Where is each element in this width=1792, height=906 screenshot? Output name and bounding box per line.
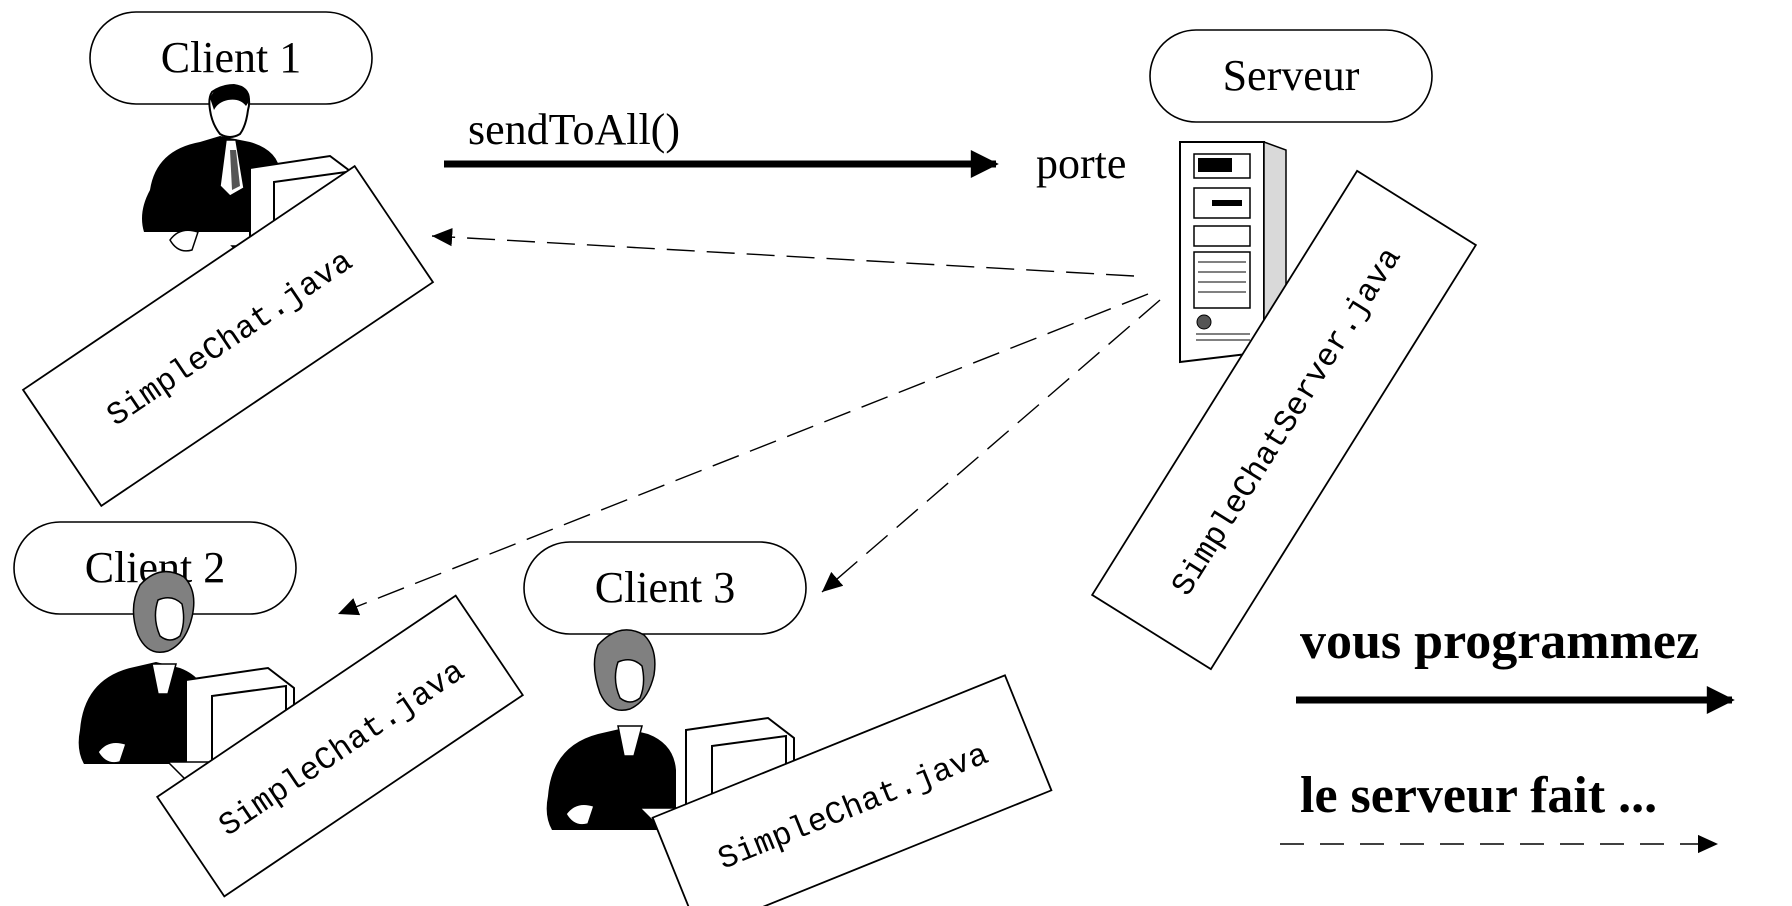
client-3-person-icon: [546, 629, 676, 830]
server-file-card: SimpleChatServer.java: [1090, 169, 1478, 671]
client-1-group: Client 1 SimpleChat.java: [21, 11, 435, 508]
client-2-person-icon: [78, 570, 209, 764]
server-pill: [1149, 29, 1433, 123]
client-1-file-card: SimpleChat.java: [21, 164, 435, 508]
legend-solid-label: vous programmez: [1300, 613, 1699, 670]
server-label: Serveur: [1223, 51, 1360, 100]
client-1-label: Client 1: [161, 33, 302, 82]
client-3-group: Client 3 SimpleChat.java: [523, 541, 1053, 906]
send-arrow-group: sendToAll(): [444, 105, 999, 178]
server-group: Serveur porte SimpleChatServer.java: [1036, 29, 1478, 671]
client-3-file-box: [651, 674, 1053, 906]
legend: vous programmez le serveur fait ...: [1280, 613, 1735, 854]
legend-dashed-label: le serveur fait ...: [1300, 767, 1657, 824]
client-2-file-box: [155, 594, 525, 898]
client-2-group: Client 2 SimpleChat.java: [13, 521, 525, 898]
broadcast-arrows: [337, 227, 1161, 616]
send-to-all-label: sendToAll(): [468, 105, 680, 154]
client-3-pill: [523, 541, 807, 635]
broadcast-arrow-client-3: [821, 299, 1161, 593]
server-file-box: [1090, 169, 1478, 671]
server-port-label: porte: [1036, 139, 1126, 188]
client-1-person-icon: [142, 84, 284, 252]
broadcast-arrow-client-1: [431, 227, 1135, 277]
client-3-label: Client 3: [595, 563, 736, 612]
broadcast-arrow-client-2: [337, 293, 1149, 616]
client-1-file-box: [21, 164, 435, 508]
